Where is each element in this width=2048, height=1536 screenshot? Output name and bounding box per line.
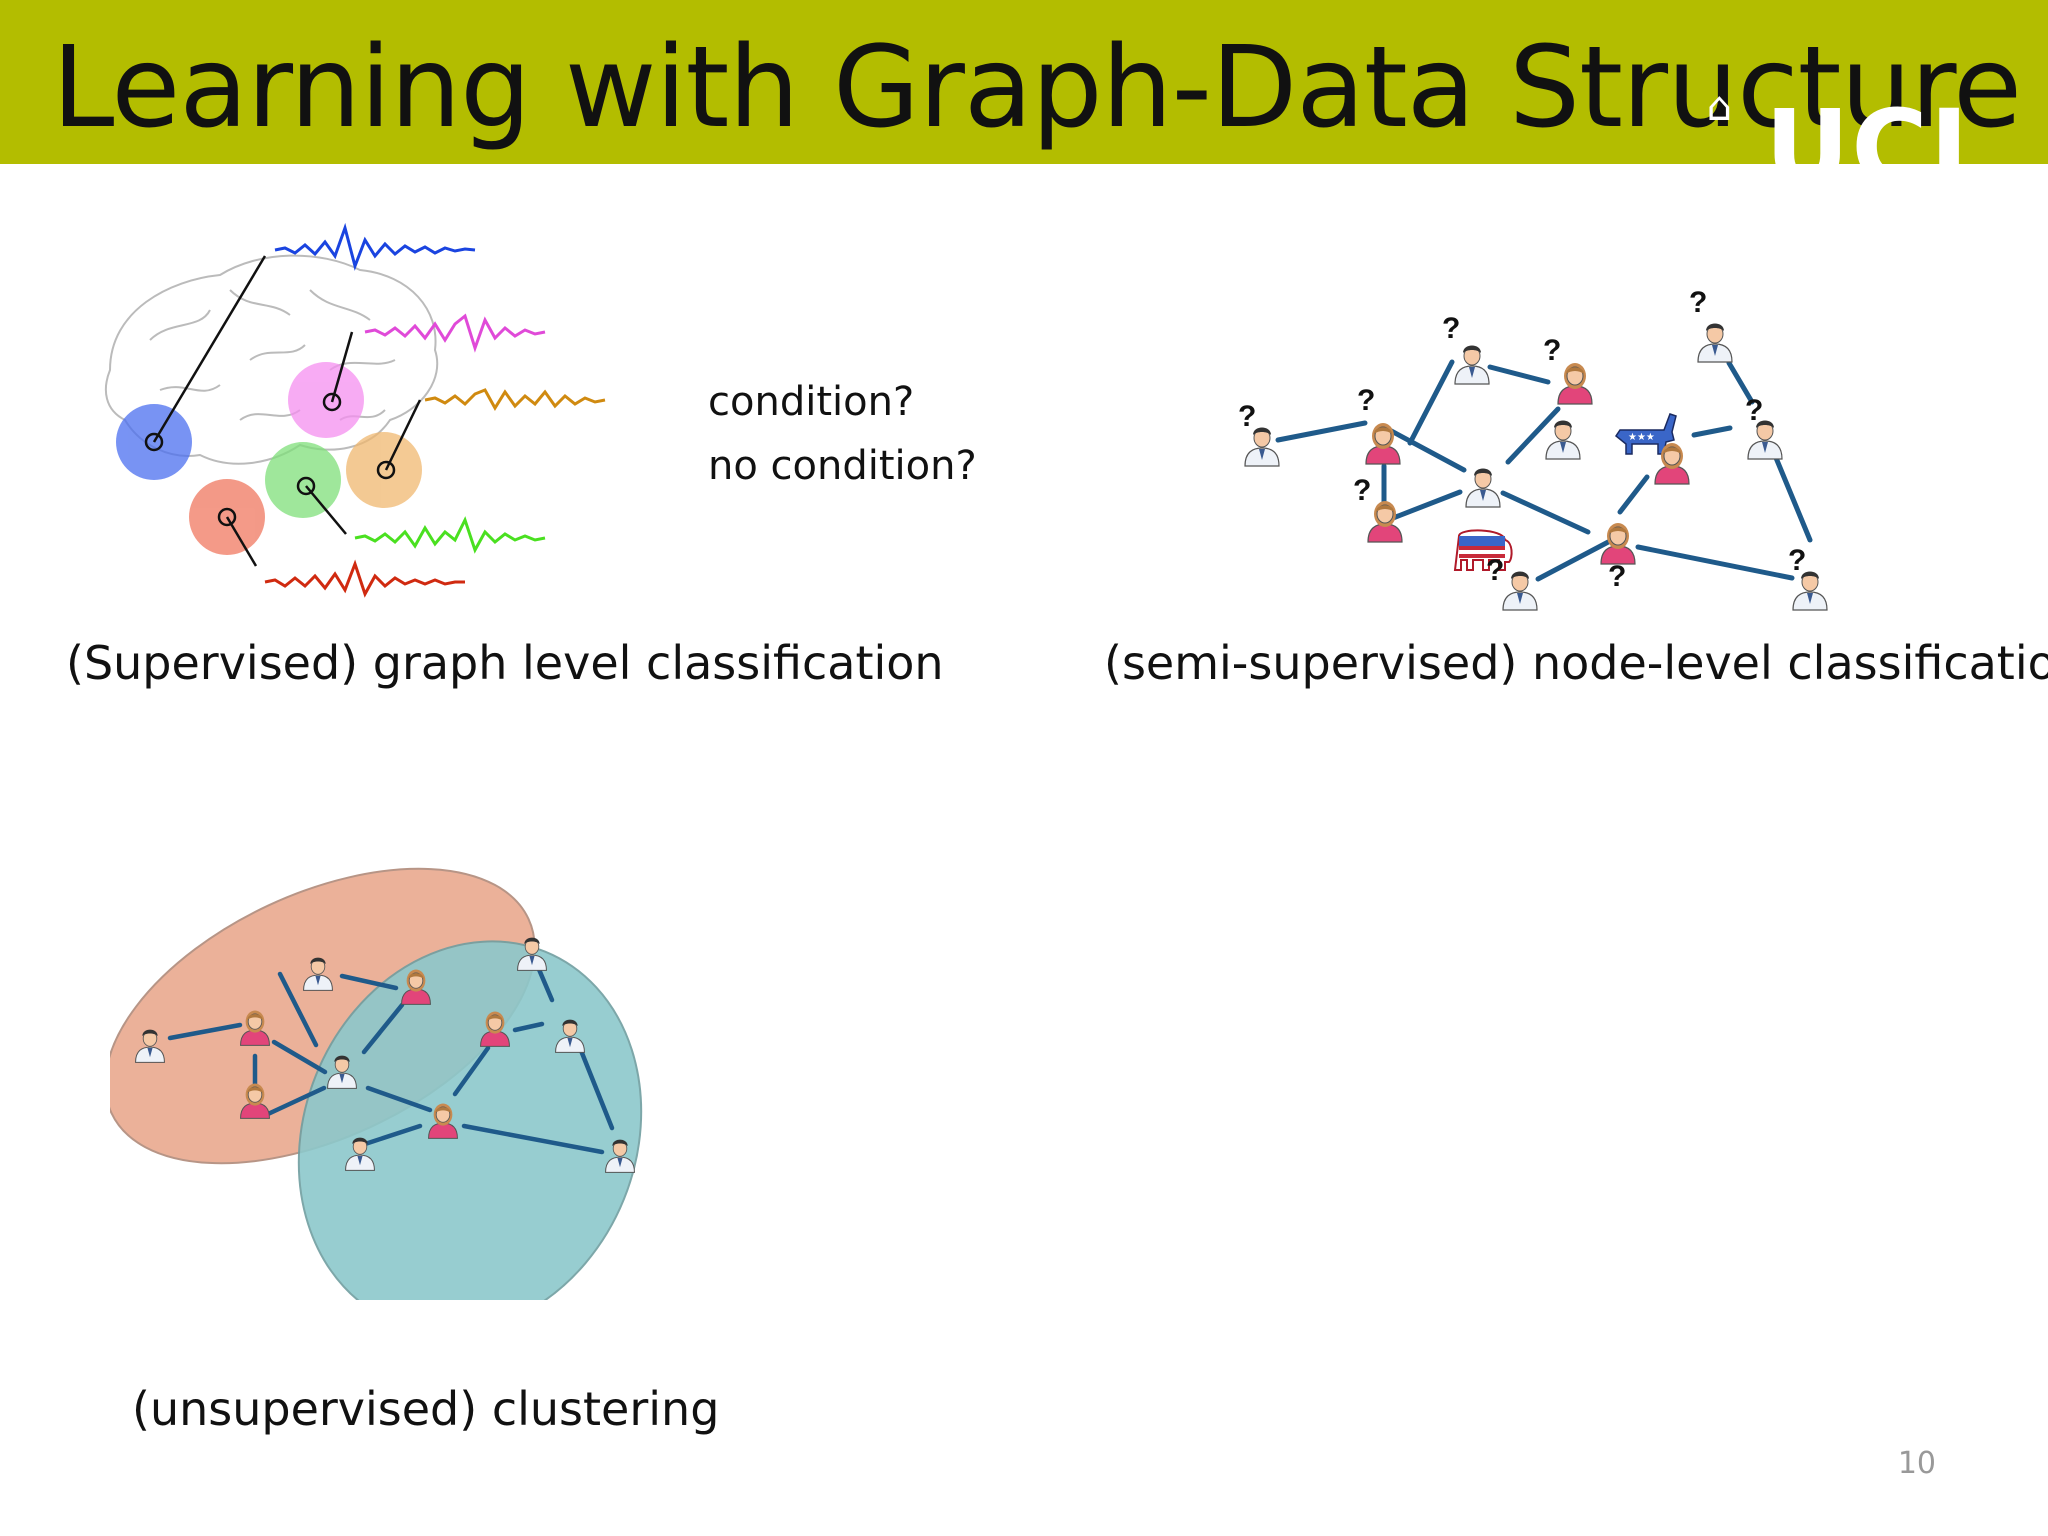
woman-icon bbox=[240, 1083, 270, 1119]
signal-orange bbox=[424, 388, 606, 411]
democrat-donkey-icon: ★★★ bbox=[1614, 413, 1677, 455]
signal-magenta bbox=[364, 313, 546, 353]
man-icon bbox=[345, 1137, 375, 1171]
woman-icon bbox=[401, 969, 431, 1005]
cluster-edges bbox=[167, 957, 615, 1155]
svg-text:★★★: ★★★ bbox=[1628, 432, 1655, 443]
man-icon bbox=[135, 1029, 165, 1063]
man-icon bbox=[1697, 323, 1733, 363]
graph-level-caption: (Supervised) graph level classification bbox=[66, 636, 944, 690]
page-number: 10 bbox=[1897, 1446, 1936, 1481]
cluster-b bbox=[297, 940, 643, 1300]
man-icon bbox=[1502, 571, 1538, 611]
slide-title: Learning with Graph-Data Structure bbox=[52, 23, 2022, 153]
clustering-caption: (unsupervised) clustering bbox=[132, 1382, 720, 1436]
slide-header: Learning with Graph-Data Structure ⌂ UCL bbox=[0, 0, 2048, 164]
no-condition-label: no condition? bbox=[708, 443, 977, 489]
unknown-label-mark: ? bbox=[1689, 286, 1707, 319]
man-icon bbox=[1244, 427, 1280, 467]
ucl-logo: UCL bbox=[1764, 87, 1998, 164]
woman-icon bbox=[1654, 443, 1690, 485]
woman-icon bbox=[1600, 523, 1636, 565]
unknown-label-mark: ? bbox=[1745, 394, 1763, 427]
woman-icon bbox=[1365, 423, 1401, 465]
condition-labels: condition? no condition? bbox=[708, 370, 977, 498]
man-icon bbox=[555, 1019, 585, 1053]
unknown-label-mark: ? bbox=[1442, 312, 1460, 345]
woman-icon bbox=[1557, 363, 1593, 405]
woman-icon bbox=[480, 1011, 510, 1047]
unknown-label-mark: ? bbox=[1788, 544, 1806, 577]
man-icon bbox=[1747, 420, 1783, 460]
graph-nodes: ?????? ★★★???? bbox=[1238, 286, 1828, 611]
brain-signals-figure bbox=[104, 222, 606, 598]
graph-edges bbox=[1275, 359, 1813, 582]
clustering-graph bbox=[110, 867, 643, 1300]
unknown-label-mark: ? bbox=[1357, 384, 1375, 417]
unknown-label-mark: ? bbox=[1543, 334, 1561, 367]
republican-elephant-icon bbox=[1453, 529, 1513, 571]
signal-green bbox=[354, 516, 546, 554]
signal-red bbox=[264, 559, 465, 598]
unknown-label-mark: ? bbox=[1353, 474, 1371, 507]
unknown-label-mark: ? bbox=[1238, 400, 1256, 433]
cluster-nodes bbox=[135, 937, 635, 1173]
man-icon bbox=[1454, 345, 1490, 385]
signal-blue bbox=[274, 222, 476, 271]
man-icon bbox=[517, 937, 547, 971]
man-icon bbox=[327, 1055, 357, 1089]
man-icon bbox=[1465, 468, 1501, 508]
woman-icon bbox=[240, 1010, 270, 1046]
woman-icon bbox=[1367, 501, 1403, 543]
node-level-graph: ?????? ★★★???? bbox=[1238, 286, 1828, 611]
signal-traces bbox=[264, 222, 606, 598]
man-icon bbox=[303, 957, 333, 991]
woman-icon bbox=[428, 1103, 458, 1139]
unknown-label-mark: ? bbox=[1486, 554, 1504, 587]
node-level-caption: (semi-supervised) node-level classificat… bbox=[1104, 636, 2048, 690]
unknown-label-mark: ? bbox=[1608, 560, 1626, 593]
man-icon bbox=[1545, 420, 1581, 460]
man-icon bbox=[1792, 571, 1828, 611]
probe-lines bbox=[144, 255, 422, 567]
man-icon bbox=[605, 1139, 635, 1173]
ucl-dome-icon: ⌂ bbox=[1706, 84, 1732, 130]
condition-label: condition? bbox=[708, 379, 915, 425]
